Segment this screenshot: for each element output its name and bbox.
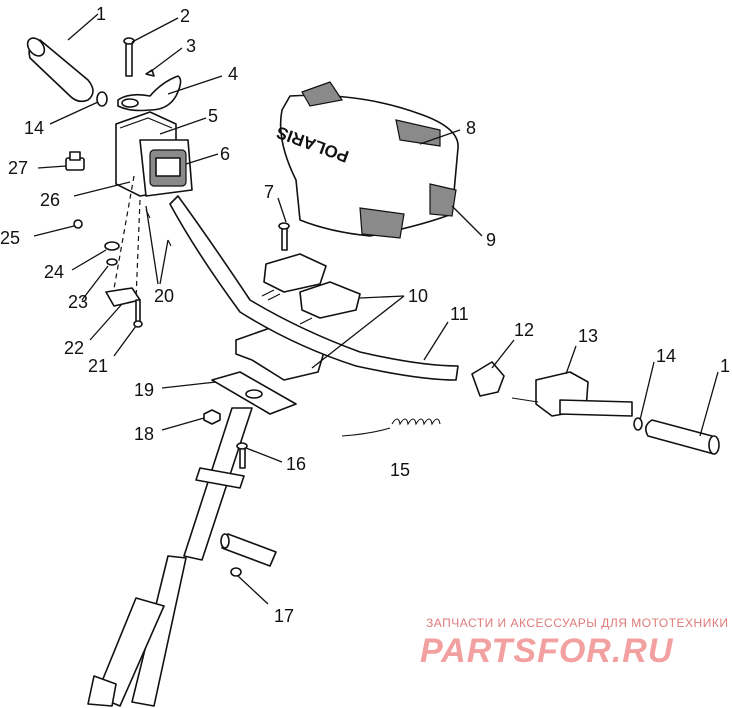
bolt-7 xyxy=(278,222,290,251)
watermark-tagline: ЗАПЧАСТИ И АКСЕССУАРЫ ДЛЯ МОТОТЕХНИКИ xyxy=(426,616,728,630)
callout-1-left: 1 xyxy=(96,4,106,24)
mounting-plate xyxy=(105,287,141,307)
callout-14-left: 14 xyxy=(24,118,44,138)
nut xyxy=(73,219,83,229)
brake-switch xyxy=(471,361,505,397)
assembly-line-b xyxy=(135,199,141,301)
left-end-plug xyxy=(96,91,108,107)
leader-lines xyxy=(33,13,719,605)
screw xyxy=(133,299,143,328)
watermark-brand: PARTSFOR.RU xyxy=(420,632,674,670)
callout-21: 21 xyxy=(88,356,108,376)
handlebar xyxy=(169,195,459,381)
coil-cable xyxy=(341,418,441,437)
callout-labels: 1 2 3 4 5 6 7 8 9 10 11 12 13 14 14 1 15… xyxy=(0,4,730,626)
small-washer xyxy=(106,258,118,266)
callout-3: 3 xyxy=(186,36,196,56)
callout-15: 15 xyxy=(390,460,410,480)
column-bracket xyxy=(195,442,248,489)
spacer-tube xyxy=(220,533,277,577)
callout-14-right: 14 xyxy=(656,346,676,366)
pivot-pin xyxy=(123,37,135,77)
callout-18: 18 xyxy=(134,424,154,444)
steering-column xyxy=(87,407,253,707)
callout-19: 19 xyxy=(134,380,154,400)
callout-9: 9 xyxy=(486,230,496,250)
callout-6: 6 xyxy=(220,144,230,164)
throttle-block xyxy=(115,111,193,197)
left-grip xyxy=(26,37,94,103)
callout-7: 7 xyxy=(264,182,274,202)
callout-16: 16 xyxy=(286,454,306,474)
callout-4: 4 xyxy=(228,64,238,84)
assembly-line-a xyxy=(111,175,135,301)
callout-13: 13 xyxy=(578,326,598,346)
callout-24: 24 xyxy=(44,262,64,282)
callout-20: 20 xyxy=(154,286,174,306)
callout-27: 27 xyxy=(8,158,28,178)
callout-2: 2 xyxy=(180,6,190,26)
callout-26: 26 xyxy=(40,190,60,210)
callout-10: 10 xyxy=(408,286,428,306)
washer xyxy=(104,241,120,251)
lever-bushing xyxy=(121,98,139,108)
watermark: ЗАПЧАСТИ И АКСЕССУАРЫ ДЛЯ МОТОТЕХНИКИ PA… xyxy=(420,616,728,670)
hex-nut xyxy=(203,409,221,425)
brake-block xyxy=(511,371,633,417)
retaining-clip xyxy=(145,69,155,77)
callout-5: 5 xyxy=(208,106,218,126)
callout-25: 25 xyxy=(0,228,20,248)
right-grip xyxy=(644,419,720,455)
callout-11: 11 xyxy=(450,304,469,324)
right-end-plug xyxy=(633,417,643,431)
callout-22: 22 xyxy=(64,338,84,358)
hood: POLARIS xyxy=(274,81,459,239)
callout-8: 8 xyxy=(466,118,476,138)
callout-12: 12 xyxy=(514,320,534,340)
callout-1-right: 1 xyxy=(720,356,730,376)
kill-switch xyxy=(65,151,85,171)
callout-17: 17 xyxy=(274,606,294,626)
handlebar-clamp-upper xyxy=(263,253,361,319)
callout-23: 23 xyxy=(68,292,88,312)
